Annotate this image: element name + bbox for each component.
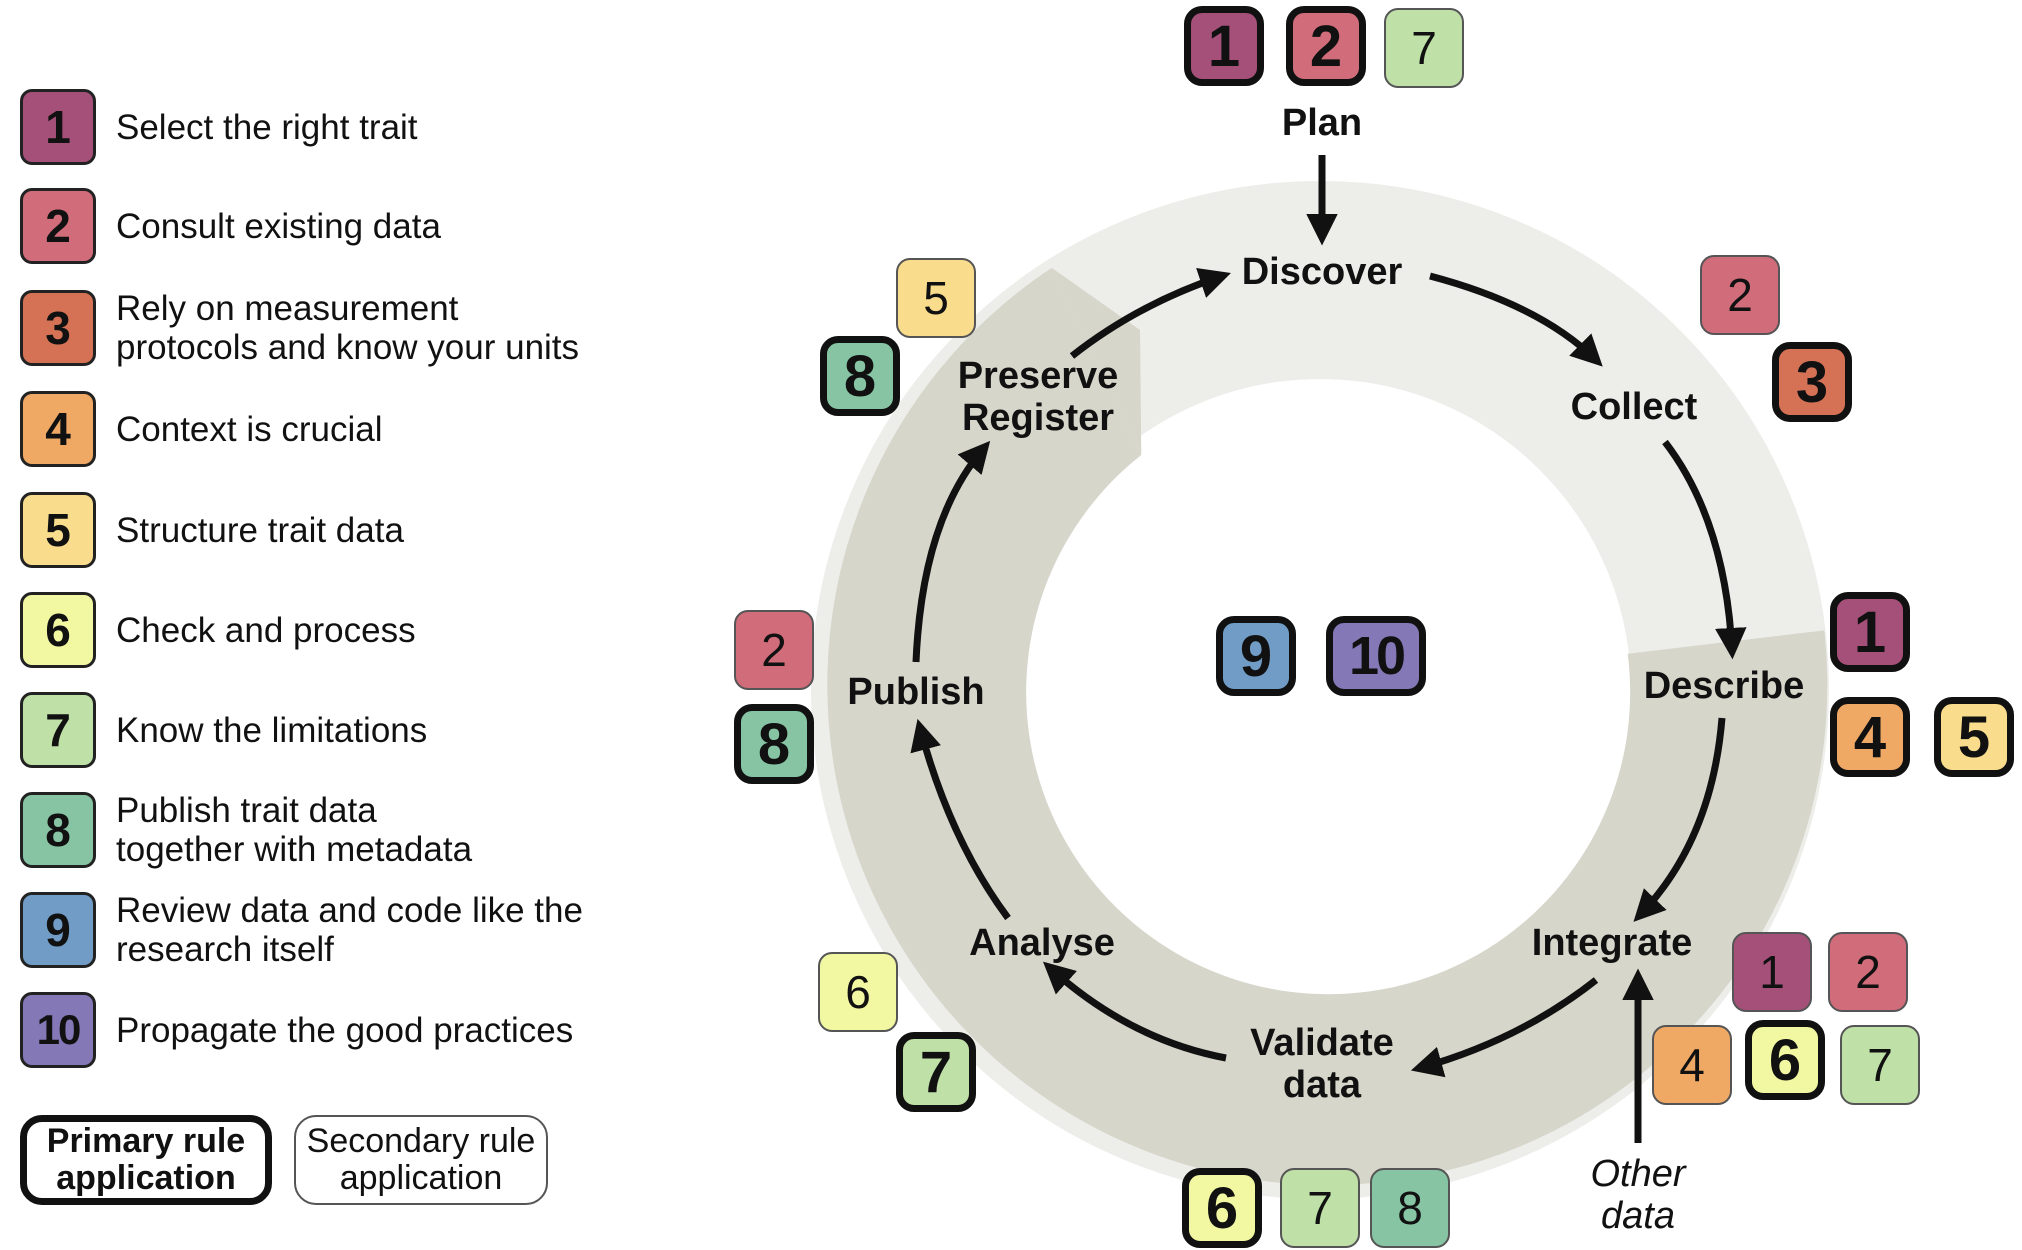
integrate-rule-badge: 2 [1828,932,1908,1012]
arrow-discover-collect [1429,272,1603,367]
secondary-rule-key: Secondary rule application [294,1115,548,1205]
primary-rule-key: Primary rule application [20,1115,272,1205]
legend-rule-badge: 5 [20,492,96,568]
stage-publish: Publish [847,671,985,713]
legend-rule-text: Propagate the good practices [116,1010,574,1050]
stage-discover: Discover [1241,251,1403,293]
arrow-integrate-validate [1410,977,1599,1078]
legend-item: 4 Context is crucial [20,389,382,469]
legend-rule-badge: 8 [20,792,96,868]
legend-item: 6 Check and process [20,590,416,670]
validate-rule-badge: 6 [1182,1168,1262,1248]
describe-rule-badge: 1 [1830,592,1910,672]
integrate-rule-badge: 7 [1840,1025,1920,1105]
legend-rule-text: Check and process [116,610,416,650]
collect-rule-badge: 2 [1700,255,1780,335]
ring-dark-arc [827,267,1828,1186]
legend-rule-badge: 7 [20,692,96,768]
other-data-label: Other data [1590,1153,1686,1237]
validate-rule-badge: 8 [1370,1168,1450,1248]
preserve-rule-badge: 8 [820,336,900,416]
legend-rule-text: Structure trait data [116,510,404,550]
plan-rule-badge: 1 [1184,6,1264,86]
stage-integrate: Integrate [1531,922,1693,964]
stage-validate-data: Validate data [1250,1022,1394,1106]
legend-item: 2 Consult existing data [20,186,441,266]
legend-rule-text: Select the right trait [116,107,418,147]
center-rule-badge: 10 [1326,616,1426,696]
preserve-rule-badge: 5 [896,258,976,338]
arrow-analyse-publish [910,718,1011,921]
legend-rule-text: Rely on measurement protocols and know y… [116,289,580,367]
describe-rule-badge: 5 [1934,697,2014,777]
describe-rule-badge: 4 [1830,697,1910,777]
arrow-describe-integrate [1633,717,1726,922]
legend-item: 5 Structure trait data [20,490,404,570]
stage-preserve-register: Preserve Register [957,355,1119,439]
legend-rule-text: Consult existing data [116,206,441,246]
integrate-rule-badge: 1 [1732,932,1812,1012]
legend-item: 1 Select the right trait [20,87,418,167]
center-rule-badge: 9 [1216,616,1296,696]
arrow-collect-describe [1662,439,1747,660]
collect-rule-badge: 3 [1772,342,1852,422]
plan-rule-badge: 7 [1384,8,1464,88]
plan-rule-badge: 2 [1286,6,1366,86]
legend-rule-badge: 3 [20,290,96,366]
legend-rule-text: Context is crucial [116,409,383,449]
publish-rule-badge: 8 [734,704,814,784]
legend-rule-badge: 9 [20,892,96,968]
legend-item: 9 Review data and code like the research … [20,890,583,970]
stage-collect: Collect [1570,386,1698,428]
analyse-rule-badge: 7 [896,1032,976,1112]
validate-rule-badge: 7 [1280,1168,1360,1248]
analyse-rule-badge: 6 [818,952,898,1032]
stage-plan: Plan [1281,102,1363,144]
arrow-preserve-discover [1069,268,1231,359]
legend-rule-text: Publish trait data together with metadat… [116,791,473,869]
legend-rule-badge: 6 [20,592,96,668]
stage-describe: Describe [1643,665,1805,707]
arrow-publish-preserve [912,440,991,663]
legend-item: 3 Rely on measurement protocols and know … [20,288,579,368]
ring-notch [1051,267,1142,455]
legend-rule-badge: 2 [20,188,96,264]
legend-rule-badge: 1 [20,89,96,165]
legend-item: 10 Propagate the good practices [20,990,573,1070]
integrate-rule-badge: 6 [1745,1020,1825,1100]
stage-analyse: Analyse [969,922,1115,964]
publish-rule-badge: 2 [734,610,814,690]
legend-rule-text: Review data and code like the research i… [116,891,583,969]
arrow-validate-analyse [1042,961,1227,1062]
legend-rule-text: Know the limitations [116,710,428,750]
legend-item: 7 Know the limitations [20,690,427,770]
legend-rule-badge: 10 [20,992,96,1068]
legend-rule-badge: 4 [20,391,96,467]
legend-item: 8 Publish trait data together with metada… [20,790,472,870]
integrate-rule-badge: 4 [1652,1025,1732,1105]
